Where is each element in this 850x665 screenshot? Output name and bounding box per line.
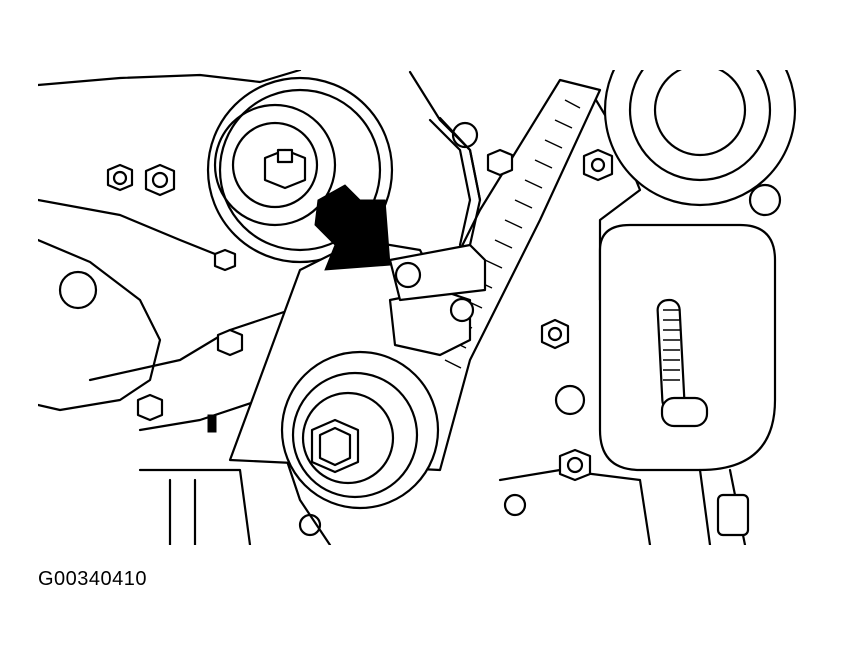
crankshaft-bolt xyxy=(310,418,360,474)
pointer-arrow xyxy=(314,184,391,271)
camshaft-bolt xyxy=(263,148,307,190)
adjuster-bracket xyxy=(598,223,777,545)
bolt xyxy=(486,148,514,177)
bolt xyxy=(540,318,570,350)
housing-hole xyxy=(58,270,98,310)
bolt-head xyxy=(298,513,322,537)
lower-block xyxy=(138,468,252,545)
bolt xyxy=(582,148,614,182)
bolt-head xyxy=(554,384,586,416)
figure-code: G00340410 xyxy=(38,568,148,590)
bolt xyxy=(136,393,164,422)
crankshaft-position-sensor xyxy=(388,243,487,357)
bolt xyxy=(558,448,592,482)
sensor-wire xyxy=(428,118,472,247)
bolt xyxy=(216,328,244,357)
idler-pulley-top-right xyxy=(603,70,797,207)
bracket-edge xyxy=(38,198,232,262)
timing-mark xyxy=(207,414,217,433)
bolt xyxy=(106,163,134,192)
lower-ribs xyxy=(168,478,197,545)
crankshaft-sprocket xyxy=(280,350,440,510)
bolt-head xyxy=(451,121,479,149)
block-outline-top xyxy=(38,70,302,87)
dowel-hole xyxy=(748,183,782,217)
tensioner-arm xyxy=(88,308,292,382)
bolt xyxy=(144,163,176,197)
bolt-head xyxy=(503,493,527,517)
bolt xyxy=(213,248,237,272)
sensor-wire-2 xyxy=(438,116,482,247)
lower-right-block xyxy=(498,468,652,545)
oil-pump-housing xyxy=(38,238,162,412)
